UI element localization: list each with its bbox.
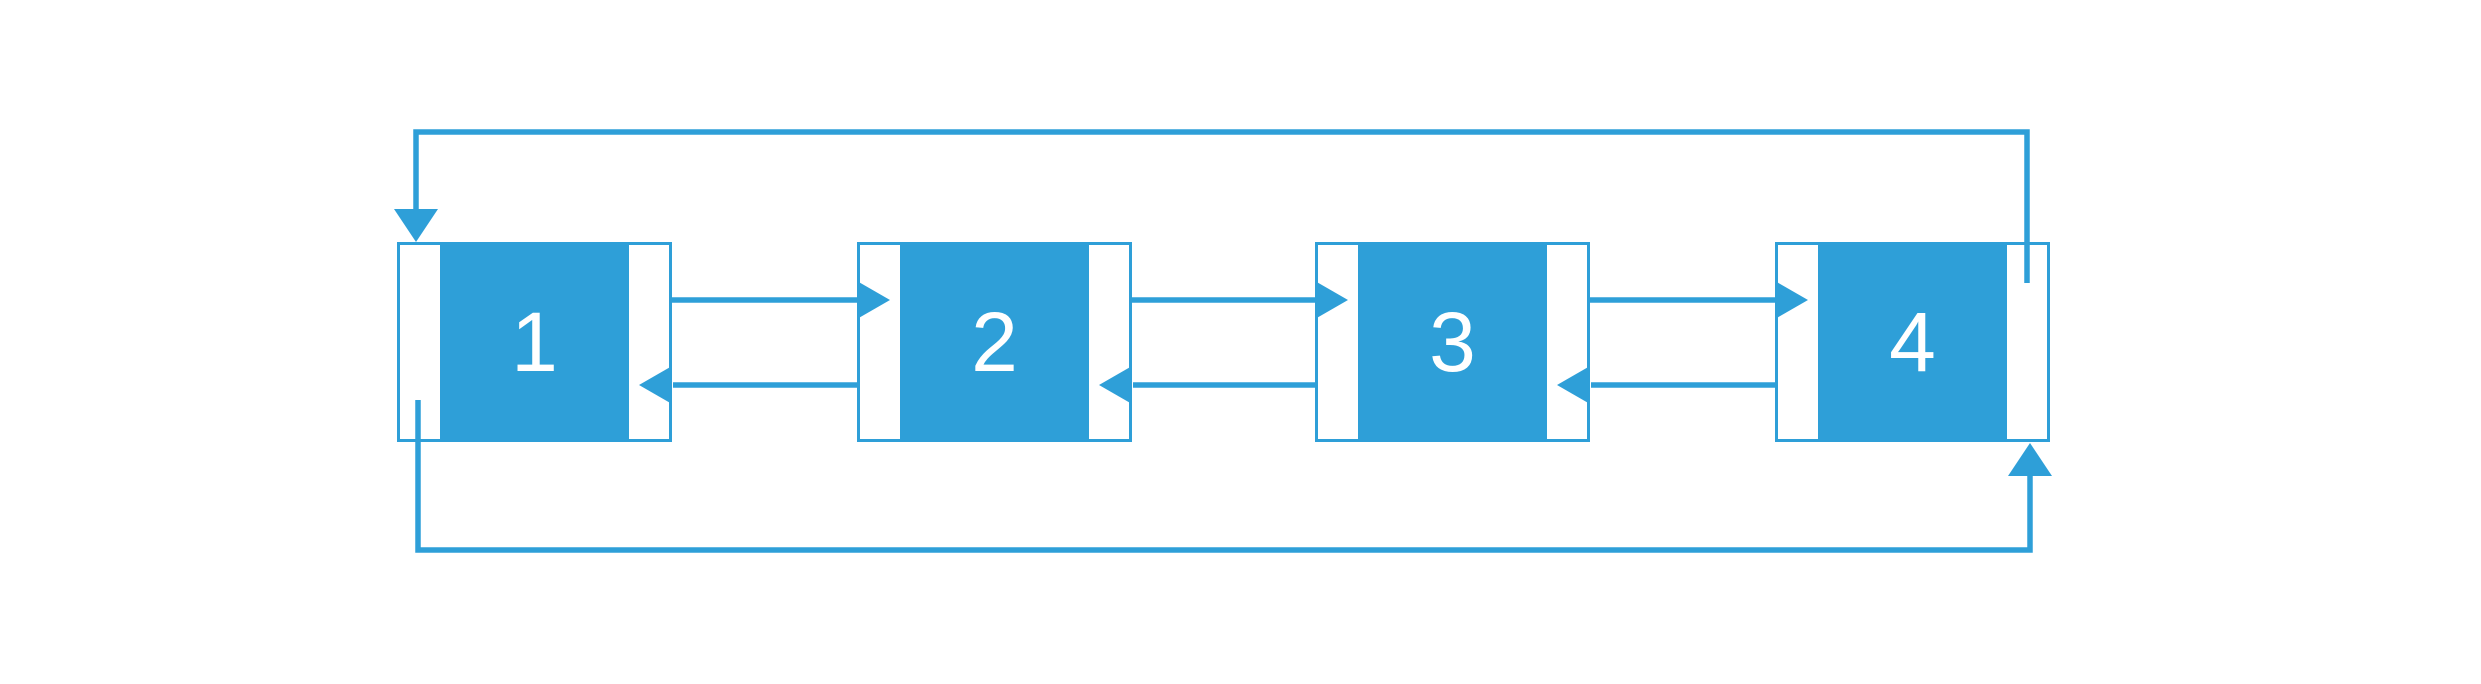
node-2-next-pointer-cell (1089, 245, 1129, 439)
prev-loop-1-to-4-head-icon (2008, 443, 2052, 476)
node-4-prev-pointer-cell (1778, 245, 1818, 439)
node-4-data-cell: 4 (1818, 245, 2007, 439)
node-1-data-cell: 1 (440, 245, 629, 439)
node-1-prev-pointer-cell (400, 245, 440, 439)
next-loop-4-to-1-head-icon (394, 209, 438, 242)
node-3-data-cell: 3 (1358, 245, 1547, 439)
node-2-prev-pointer-cell (860, 245, 900, 439)
node-4-next-pointer-cell (2007, 245, 2047, 439)
node-1: 1 (397, 242, 672, 442)
node-3-next-pointer-cell (1547, 245, 1587, 439)
node-4: 4 (1775, 242, 2050, 442)
node-2: 2 (857, 242, 1132, 442)
node-2-label: 2 (971, 295, 1018, 389)
node-1-next-pointer-cell (629, 245, 669, 439)
node-4-label: 4 (1889, 295, 1936, 389)
node-3: 3 (1315, 242, 1590, 442)
node-2-data-cell: 2 (900, 245, 1089, 439)
node-1-label: 1 (511, 295, 558, 389)
node-3-label: 3 (1429, 295, 1476, 389)
node-3-prev-pointer-cell (1318, 245, 1358, 439)
